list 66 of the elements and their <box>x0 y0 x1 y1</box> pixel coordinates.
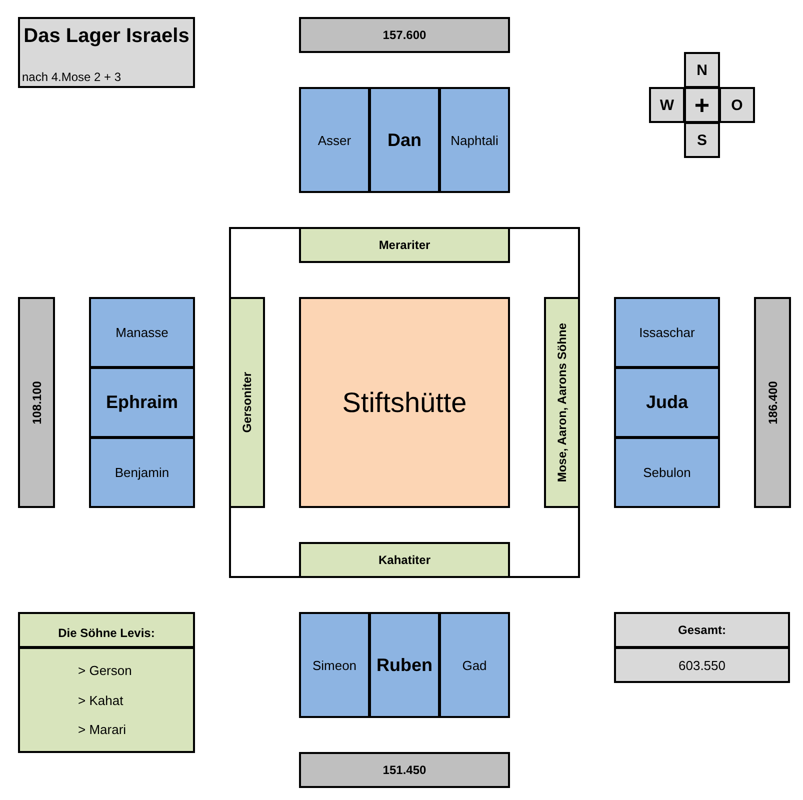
tribe-box <box>89 437 195 508</box>
title-box <box>18 17 195 88</box>
tribe-name: Manasse <box>116 325 168 340</box>
title: Das Lager Israels <box>24 25 190 48</box>
tabernacle-label: Stiftshütte <box>342 386 467 418</box>
levite-box <box>229 297 265 508</box>
leading-tribe-name: Juda <box>646 392 688 413</box>
compass-box <box>719 87 755 123</box>
population-box <box>18 297 55 508</box>
tribe-box <box>299 87 370 193</box>
total-value: 603.550 <box>678 658 726 672</box>
tribe-box <box>369 612 440 718</box>
compass-box <box>684 87 720 123</box>
tribe-box <box>369 87 440 193</box>
tribe-name: Sebulon <box>643 465 691 480</box>
leading-tribe-name: Ruben <box>376 654 432 676</box>
tribe-name: Gad <box>462 658 487 672</box>
list-header-panel <box>18 612 195 648</box>
total-value-panel <box>614 647 790 683</box>
levite-clan-name: Merariter <box>378 238 430 252</box>
leading-tribe-name: Ephraim <box>106 392 178 413</box>
tribe-box <box>439 87 510 193</box>
levite-box <box>544 297 580 508</box>
tribe-name: Asser <box>318 132 352 148</box>
leading-tribe-name: Dan <box>387 130 422 150</box>
compass-letter: N <box>696 62 708 78</box>
list-item: > Marari <box>78 722 126 737</box>
levite-clan-name: Mose, Aaron, Aarons Söhne <box>555 322 569 482</box>
levite-box <box>299 227 510 263</box>
compass-letter: S <box>696 132 707 148</box>
population-count: 186.400 <box>766 380 780 424</box>
tribe-name: Issaschar <box>639 325 695 340</box>
tribe-box <box>89 367 195 438</box>
population-box <box>299 17 510 53</box>
total-header-panel <box>614 612 790 648</box>
compass-letter: O <box>731 96 743 114</box>
plus-sign: + <box>694 92 710 118</box>
tribe-box <box>89 297 195 368</box>
compass-box <box>684 52 720 88</box>
tribe-box <box>614 367 720 438</box>
levite-box <box>299 542 510 578</box>
list-panel <box>18 647 195 753</box>
tribe-box <box>439 612 510 718</box>
tribe-name: Benjamin <box>114 465 170 480</box>
population-box <box>754 297 791 508</box>
tabernacle-box <box>299 297 510 508</box>
subtitle: nach 4.Mose 2 + 3 <box>22 70 122 84</box>
heading: Die Söhne Levis: <box>58 625 155 640</box>
tribe-name: Naphtali <box>450 132 498 148</box>
population-count: 151.450 <box>382 763 426 777</box>
compass-box <box>684 122 720 158</box>
camp-frame <box>229 227 580 578</box>
population-count: 157.600 <box>382 28 426 42</box>
population-box <box>299 752 510 788</box>
list-item: > Kahat <box>78 692 124 708</box>
levite-clan-name: Gersoniter <box>240 372 254 433</box>
levite-clan-name: Kahatiter <box>378 553 430 567</box>
tribe-box <box>299 612 370 718</box>
compass-box <box>649 87 685 123</box>
list-item: > Gerson <box>78 663 132 678</box>
total-label: Gesamt: <box>678 623 726 637</box>
tribe-box <box>614 297 720 368</box>
tribe-name: Simeon <box>312 658 357 672</box>
population-count: 108.100 <box>30 380 44 424</box>
tribe-box <box>614 437 720 508</box>
compass-letter: W <box>660 96 674 114</box>
